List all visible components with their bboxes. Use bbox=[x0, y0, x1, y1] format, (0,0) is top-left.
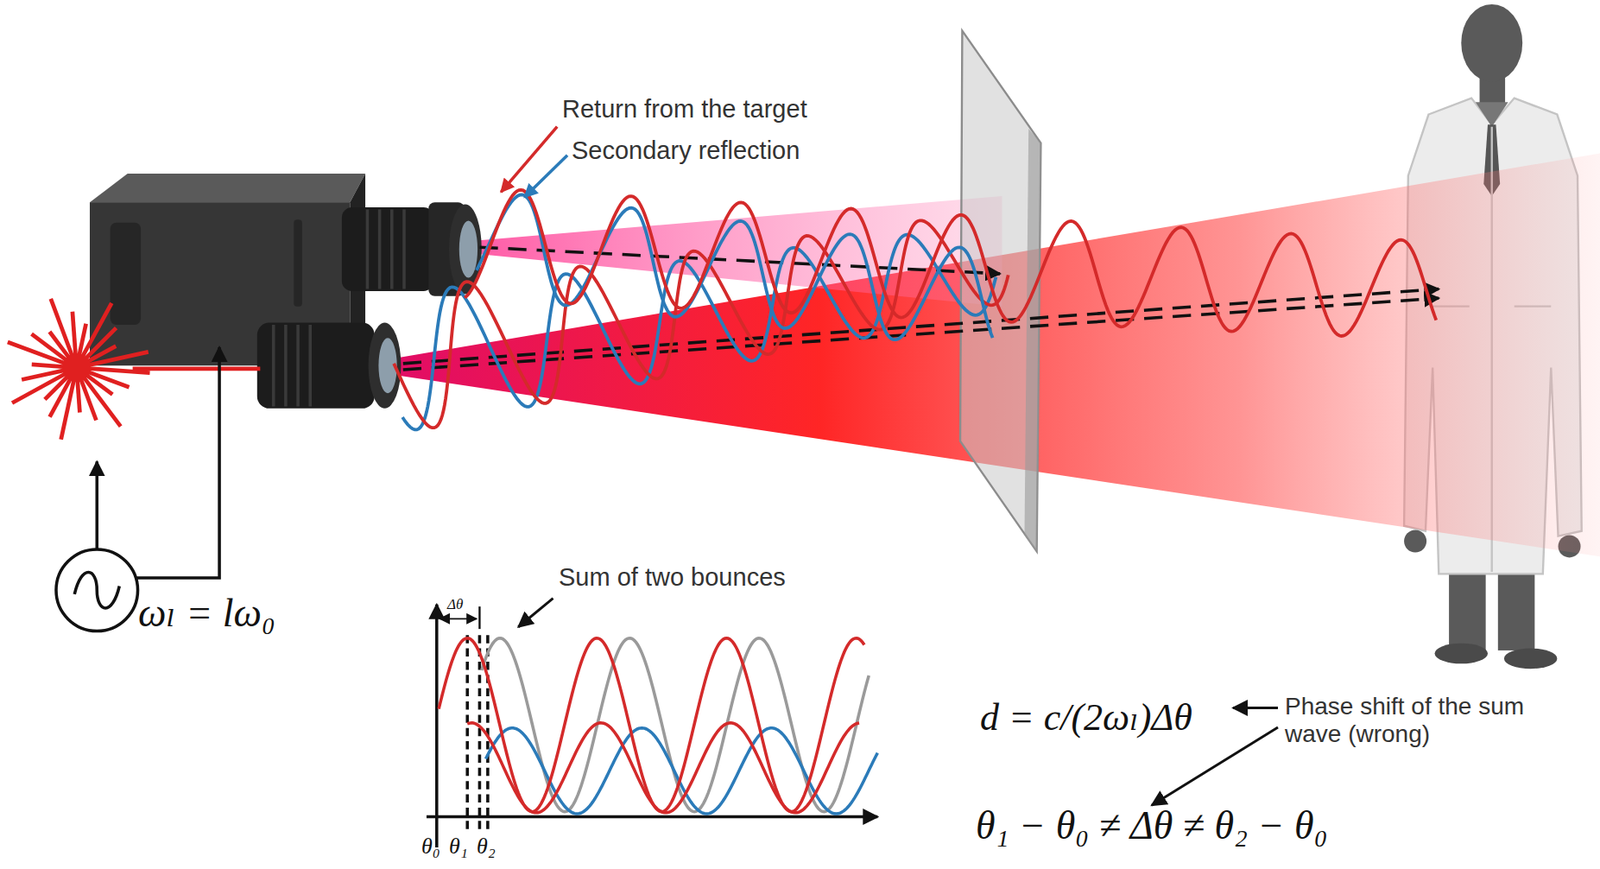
phase-plot bbox=[426, 604, 878, 848]
callout-arrows bbox=[500, 126, 568, 627]
math-formula: d = c/(2ωₗ)Δθ bbox=[980, 695, 1193, 740]
callout-arrows-part bbox=[524, 155, 568, 197]
phase-plot-part bbox=[438, 638, 865, 812]
annotation-text: Phase shift of the sum wave (wrong) bbox=[1284, 692, 1544, 748]
annotation-text: Secondary reflection bbox=[571, 136, 800, 165]
laser-source-part bbox=[76, 377, 80, 412]
leader-arrows-part bbox=[1233, 706, 1278, 709]
person-silhouette-part bbox=[1498, 566, 1536, 651]
phase-plot-part bbox=[478, 606, 481, 629]
math-formula: ωₗ = lω₀ bbox=[138, 590, 276, 637]
phase-plot-part bbox=[467, 722, 860, 813]
annotation-text: Sum of two bounces bbox=[558, 562, 786, 592]
callout-arrows-part bbox=[500, 126, 557, 193]
oscillator-part bbox=[94, 461, 99, 550]
axis-label: θ₀ bbox=[421, 833, 441, 860]
person-silhouette-part bbox=[1460, 4, 1523, 83]
camera-lens-part bbox=[273, 324, 311, 407]
person-silhouette-part bbox=[1475, 101, 1509, 127]
signal-waves-part bbox=[476, 194, 993, 340]
person-silhouette-part bbox=[1504, 648, 1557, 670]
person-silhouette-part bbox=[1403, 529, 1427, 552]
camera-lens-part bbox=[366, 208, 405, 289]
laser-source bbox=[7, 298, 260, 440]
signal-waves bbox=[393, 189, 1436, 431]
math-formula: θ₁ − θ₀ ≠ Δθ ≠ θ₂ − θ₀ bbox=[975, 803, 1329, 849]
path-arrows-part bbox=[479, 246, 1000, 274]
phase-plot-part bbox=[435, 604, 439, 848]
axis-label: θ₁ bbox=[449, 833, 468, 860]
person-silhouette-part bbox=[1448, 566, 1487, 651]
laser-source-part bbox=[86, 367, 150, 373]
laser-source-part bbox=[50, 298, 74, 359]
person-silhouette-part bbox=[1435, 643, 1488, 665]
camera-lens-part bbox=[341, 207, 434, 291]
oscillator-part bbox=[56, 549, 139, 632]
glass-pane-part bbox=[1024, 128, 1041, 551]
camera-body-part bbox=[110, 222, 141, 325]
laser-source-part bbox=[62, 353, 91, 382]
laser-source-part bbox=[80, 377, 97, 421]
oscillator-part bbox=[136, 347, 220, 578]
laser-source-part bbox=[132, 366, 261, 371]
laser-source-part bbox=[72, 311, 76, 358]
camera-lens-part bbox=[257, 322, 375, 409]
laser-source-part bbox=[31, 364, 67, 367]
camera-lens-part bbox=[459, 220, 478, 278]
oscillator-part bbox=[74, 572, 120, 608]
oscillator bbox=[56, 347, 220, 632]
laser-source-part bbox=[21, 369, 67, 380]
callout-arrows-part bbox=[518, 598, 553, 627]
phase-plot-part bbox=[426, 815, 878, 819]
laser-source-part bbox=[86, 351, 149, 366]
annotation-text: Return from the target bbox=[562, 94, 808, 124]
phase-plot-part bbox=[439, 617, 477, 620]
leader-arrows-part bbox=[1151, 727, 1278, 805]
camera-body-part bbox=[293, 219, 302, 306]
signal-waves-part bbox=[464, 189, 1436, 336]
axis-label: θ₂ bbox=[476, 833, 496, 860]
camera-body-part bbox=[89, 173, 366, 203]
axis-label: Δθ bbox=[447, 595, 463, 614]
